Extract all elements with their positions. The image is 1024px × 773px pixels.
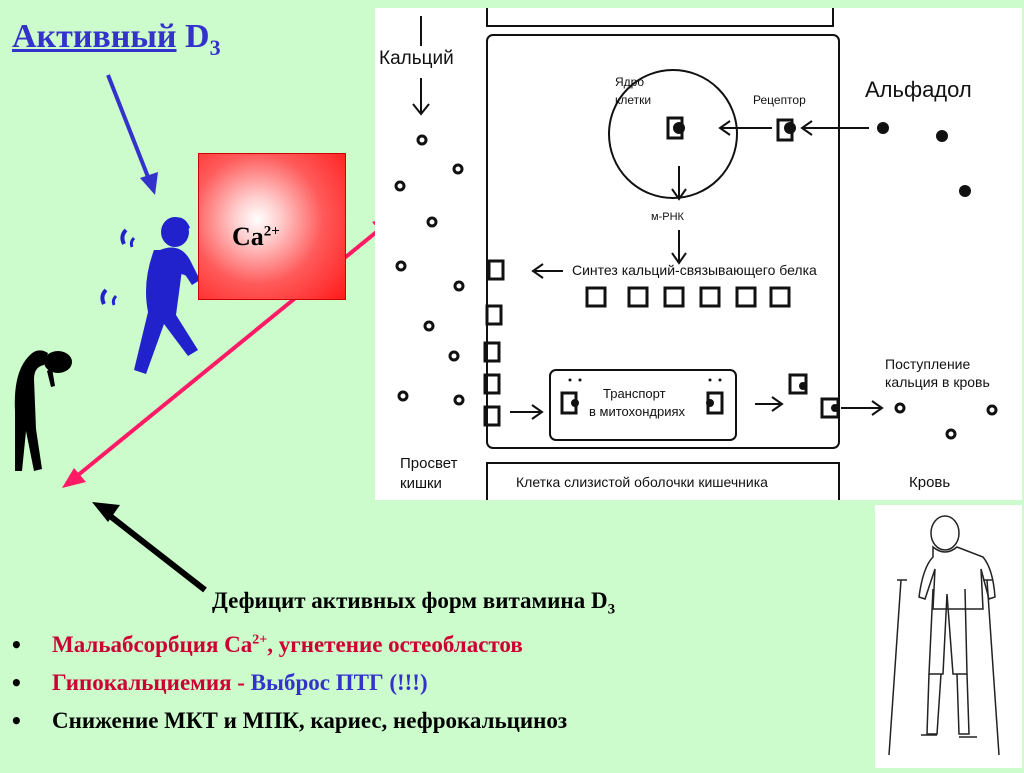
blood-supply-label-1: Поступление (885, 356, 971, 372)
deficit-heading: Дефицит активных форм витамина D3 (212, 588, 615, 619)
transport-label-1: Транспорт (603, 386, 666, 401)
nucleus-label-1: Ядро (615, 75, 645, 89)
calcium-box (198, 153, 346, 300)
alfadol-label: Альфадол (865, 77, 972, 102)
nucleus-circle (608, 69, 738, 199)
intestinal-cell-diagram: Кальций Ядро клетки Рецептор Альфадол м-… (375, 8, 1022, 500)
title-d: D (185, 18, 210, 55)
blood-calcium-dots (894, 402, 998, 440)
bullet-dot-icon: • (10, 633, 23, 657)
wall-proteins (483, 259, 505, 427)
bullet-text: Снижение МКТ и МПК, кариес, нефрокальцин… (52, 708, 568, 733)
cell-outline (486, 34, 840, 449)
man-with-crutches-image (875, 505, 1022, 768)
lumen-calcium-dots (394, 134, 465, 406)
blood-label: Кровь (909, 474, 951, 491)
blood-supply-label-2: кальция в кровь (885, 374, 990, 390)
bullet-item: • Гипокальциемия - Выброс ПТГ (!!!) (10, 670, 870, 708)
cell-label-box (486, 462, 840, 500)
hunched-figure-icon (14, 350, 72, 471)
bullet-text: Гипокальциемия - Выброс ПТГ (!!!) (52, 670, 428, 695)
ca-symbol: Ca (232, 222, 264, 251)
mrna-label: м-РНК (651, 211, 684, 223)
bullet-dot-icon: • (10, 709, 23, 733)
man-with-crutches-icon (888, 515, 1000, 756)
lumen-label-1: Просвет (400, 455, 458, 472)
upper-cell-outline (486, 8, 834, 27)
diagram-shapes (394, 8, 998, 500)
transport-box (549, 369, 737, 441)
slide-title: Активный D3 (12, 18, 221, 61)
title-sub: 3 (209, 34, 221, 60)
deficit-text: Дефицит активных форм витамина D (212, 588, 608, 613)
bullet-text: Мальабсорбция Ca2+, угнетение остеобласт… (52, 632, 523, 657)
receptor-label: Рецептор (753, 93, 806, 107)
lumen-label-2: кишки (400, 475, 442, 492)
transport-label-2: в митохондриях (589, 404, 685, 419)
ca-charge: 2+ (263, 223, 280, 240)
calcium-label: Кальций (379, 48, 454, 69)
bullet-item: • Мальабсорбция Ca2+, угнетение остеобла… (10, 632, 870, 670)
title-word: Активный (12, 18, 177, 55)
blue-arrow (106, 74, 158, 195)
black-arrow (92, 502, 207, 593)
calcium-box-label: Ca2+ (232, 222, 280, 252)
bullet-list: • Мальабсорбция Ca2+, угнетение остеобла… (10, 632, 870, 746)
pushing-figure-icon (100, 217, 200, 374)
deficit-sub: 3 (607, 601, 616, 618)
nucleus-label-2: клетки (615, 93, 652, 107)
binding-protein-row (585, 286, 791, 308)
cell-label: Клетка слизистой оболочки кишечника (516, 474, 768, 490)
bullet-dot-icon: • (10, 671, 23, 695)
alfadol-dots (877, 122, 971, 197)
bullet-item: • Снижение МКТ и МПК, кариес, нефрокальц… (10, 708, 870, 746)
synthesis-label: Синтез кальций-связывающего белка (572, 262, 817, 278)
